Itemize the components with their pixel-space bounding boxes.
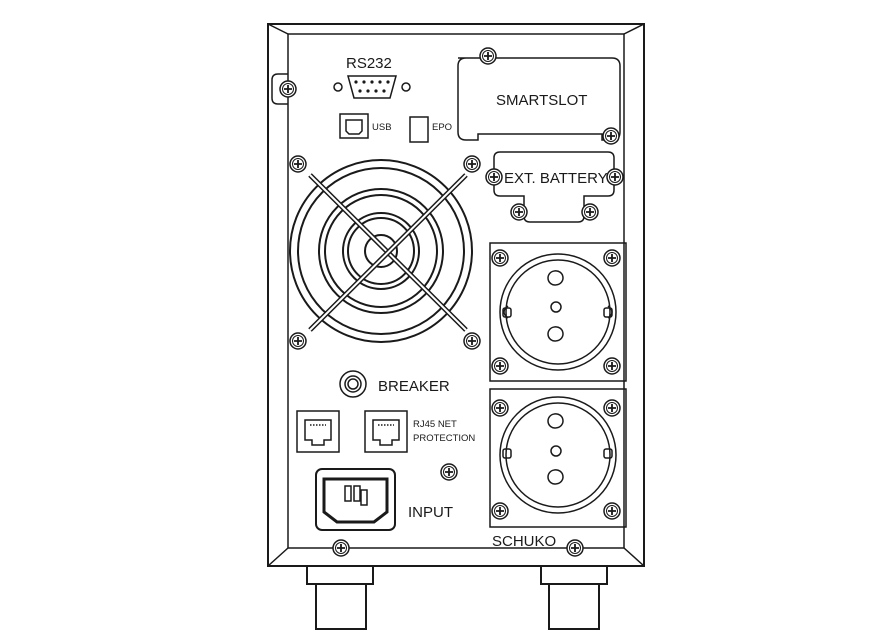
screw-icon (603, 399, 621, 417)
screw-icon (606, 168, 624, 186)
screw-icon (463, 155, 481, 173)
screw-icon (603, 502, 621, 520)
screw-icon (491, 399, 509, 417)
feet (306, 565, 608, 630)
screw-icon (581, 203, 599, 221)
screw-icon (289, 332, 307, 350)
smartslot-label: SMARTSLOT (496, 92, 587, 109)
epo-port: EPO (409, 116, 452, 143)
schuko-outlets: SCHUKO (489, 242, 627, 550)
outlet-box-upper (489, 242, 627, 382)
screw-icon (332, 539, 350, 557)
breaker: BREAKER (339, 370, 450, 398)
db9-pins (354, 80, 390, 93)
rj45-port-icon (296, 410, 340, 453)
iec-c14-inlet-icon (315, 468, 396, 531)
schuko-label: SCHUKO (492, 533, 556, 550)
ext-battery-label: EXT. BATTERY (504, 170, 608, 187)
fan-grille-icon (289, 159, 473, 343)
screw-icon (566, 539, 584, 557)
rj45-port-icon (364, 410, 408, 453)
screw-icon (491, 249, 509, 267)
usb-port: USB (339, 113, 392, 139)
epo-label: EPO (432, 122, 452, 133)
usb-b-port-icon (339, 113, 369, 139)
rj45-ports: RJ45 NET PROTECTION (296, 410, 475, 453)
left-foot (306, 565, 374, 630)
smartslot: SMARTSLOT (457, 57, 621, 141)
screw-icon (289, 155, 307, 173)
db9-port-icon (333, 75, 411, 99)
screws (279, 47, 624, 557)
enclosure (267, 23, 645, 567)
screw-icon (491, 502, 509, 520)
screw-icon (510, 203, 528, 221)
outlet-box-lower (489, 388, 627, 528)
schuko-socket-icon (499, 253, 617, 371)
input-label: INPUT (408, 504, 453, 521)
rs232-label: RS232 (346, 55, 392, 72)
rj45-label-line1: RJ45 NET (413, 419, 457, 430)
screw-icon (463, 332, 481, 350)
usb-label: USB (372, 122, 392, 133)
epo-connector (409, 116, 429, 143)
screw-icon (440, 463, 458, 481)
screw-icon (479, 47, 497, 65)
screw-icon (491, 357, 509, 375)
screw-icon (603, 357, 621, 375)
rj45-label-line2: PROTECTION (413, 433, 475, 444)
screw-icon (279, 80, 297, 98)
screw-icon (485, 168, 503, 186)
screw-icon (602, 127, 620, 145)
input-inlet: INPUT (315, 468, 453, 531)
breaker-button-icon (339, 370, 367, 398)
rs232-port: RS232 (333, 55, 411, 99)
breaker-label: BREAKER (378, 378, 450, 395)
screw-icon (603, 249, 621, 267)
right-foot (540, 565, 608, 630)
schuko-socket-icon (499, 396, 617, 514)
